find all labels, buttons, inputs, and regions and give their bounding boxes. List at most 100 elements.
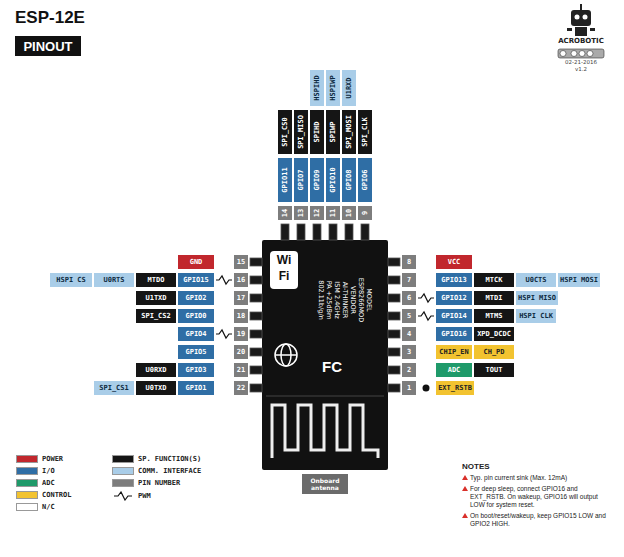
legend-item: POWER [16,455,63,463]
comm-label: SPI_CS1 [94,381,134,395]
legend-item: PWM [112,491,151,501]
pin-text: HSPIWP [329,75,337,100]
legend-swatch [16,491,38,499]
comm-label: HSPI MISO [516,291,558,305]
diagram-title: ESP-12E [15,8,85,28]
notes-heading: NOTES [462,462,614,471]
function-label: MTMS [474,309,514,323]
module-text: MODEL [365,288,373,311]
gpio-label: GPIO15 [178,273,214,287]
function-label: MTCK [474,273,514,287]
pin-text: 20 [237,348,245,356]
pin-number: 15 [234,255,248,269]
legend-text: PWM [138,492,151,500]
pin-text: SPI_CS0 [281,117,289,147]
note-text: On boot/reset/wakeup, keep GPIO15 LOW an… [462,512,614,528]
pin-pads [250,224,400,392]
legend-text: COMM. INTERFACE [138,467,201,475]
pin-number: 4 [402,327,416,341]
pin-number: 18 [234,309,248,323]
pin-text: 9 [361,211,369,215]
pin-text: SPI_MISO [297,115,305,149]
gpio-label: GPIO7 [294,158,308,202]
function-label: SPIWP [326,110,340,154]
function-label: MTDI [474,291,514,305]
module-body [262,240,388,470]
legend-text: PIN NUMBER [138,479,180,487]
legend-item: COMM. INTERFACE [112,467,201,475]
pin-text: SPI_CS2 [141,312,171,320]
pin-text: 8 [407,258,411,266]
comm-label: HSPI MOSI [558,273,600,287]
pin-number: 22 [234,381,248,395]
control-label: EXT_RSTB [436,381,474,395]
gpio-label: GPIO5 [178,345,214,359]
function-label: SPI_CLK [358,110,372,154]
control-label: CH_PD [474,345,514,359]
pin-text: XPD_DCDC [477,330,511,338]
shield-edge [266,396,384,397]
gpio-label: GPIO12 [436,291,472,305]
function-label: U0TXD [136,381,176,395]
pin-text: 16 [237,276,245,284]
module-logo-text: Wi [274,253,294,267]
pin-text: HSPI CS [56,276,86,284]
gpio-label: GPIO6 [358,158,372,202]
pin-number: 20 [234,345,248,359]
cc-badge [558,49,604,58]
pin-text: GPIO6 [361,169,369,190]
pin-text: GPIO14 [441,312,466,320]
pinout-tag: PINOUT [15,36,81,56]
comm-label: HSPIWP [326,70,340,106]
legend-text: CONTROL [42,491,72,499]
legend-item: SP. FUNCTION(S) [112,455,201,463]
legend-text: SP. FUNCTION(S) [138,455,201,463]
antenna-trace [272,405,378,458]
adc-label: ADC [436,363,472,377]
legend-item: PIN NUMBER [112,479,180,487]
gpio-label: GPIO14 [436,309,472,323]
module-text: AI-THINKER [341,282,349,319]
pin-text: HSPI MOSI [560,276,598,284]
gpio-label: GPIO11 [278,158,292,202]
pin-number: 7 [402,273,416,287]
logo-text: v1.2 [549,66,613,72]
pin-text: 1 [407,384,411,392]
function-label: TOUT [474,363,514,377]
pin-text: GPIO11 [281,167,289,192]
pin-text: VCC [448,258,461,266]
pin-text: 15 [237,258,245,266]
pin-text: GPIO0 [185,312,206,320]
control-label: CHIP_EN [436,345,472,359]
pin-text: PINOUT [23,39,72,54]
pin-number: 8 [402,255,416,269]
pin-text: 18 [237,312,245,320]
function-label: XPD_DCDC [474,327,514,341]
logo-text: ACROBOTIC [549,37,613,45]
gpio-label: GPIO0 [178,309,214,323]
reset-dot [423,385,430,392]
pin-text: GPIO13 [441,276,466,284]
comm-label: HSPI CLK [516,309,556,323]
function-label: U0RXD [136,363,176,377]
gpio-label: GPIO9 [310,158,324,202]
pin-number: 19 [234,327,248,341]
function-label: MTDO [136,273,176,287]
gpio-label: GPIO1 [178,381,214,395]
module-text: PA +25dBm [325,281,333,320]
gpio-label: GPIO16 [436,327,472,341]
pin-number: 12 [310,206,324,220]
pin-text: SPI_CLK [361,117,369,147]
pin-text: GPIO1 [185,384,206,392]
function-label: SPI_MOSI [342,110,356,154]
pin-text: 14 [281,209,289,217]
pin-text: GPIO16 [441,330,466,338]
module-text: 802.11b/g/n [317,280,325,320]
pin-text: GPIO12 [441,294,466,302]
module-silkscreen: MODELESP8266MODVENDORAI-THINKERISM 2.4GH… [315,245,375,355]
legend-swatch [112,467,134,475]
pin-text: 21 [237,366,245,374]
pin-number: 14 [278,206,292,220]
legend-item: N/C [16,503,55,511]
pin-text: U0RTS [103,276,124,284]
